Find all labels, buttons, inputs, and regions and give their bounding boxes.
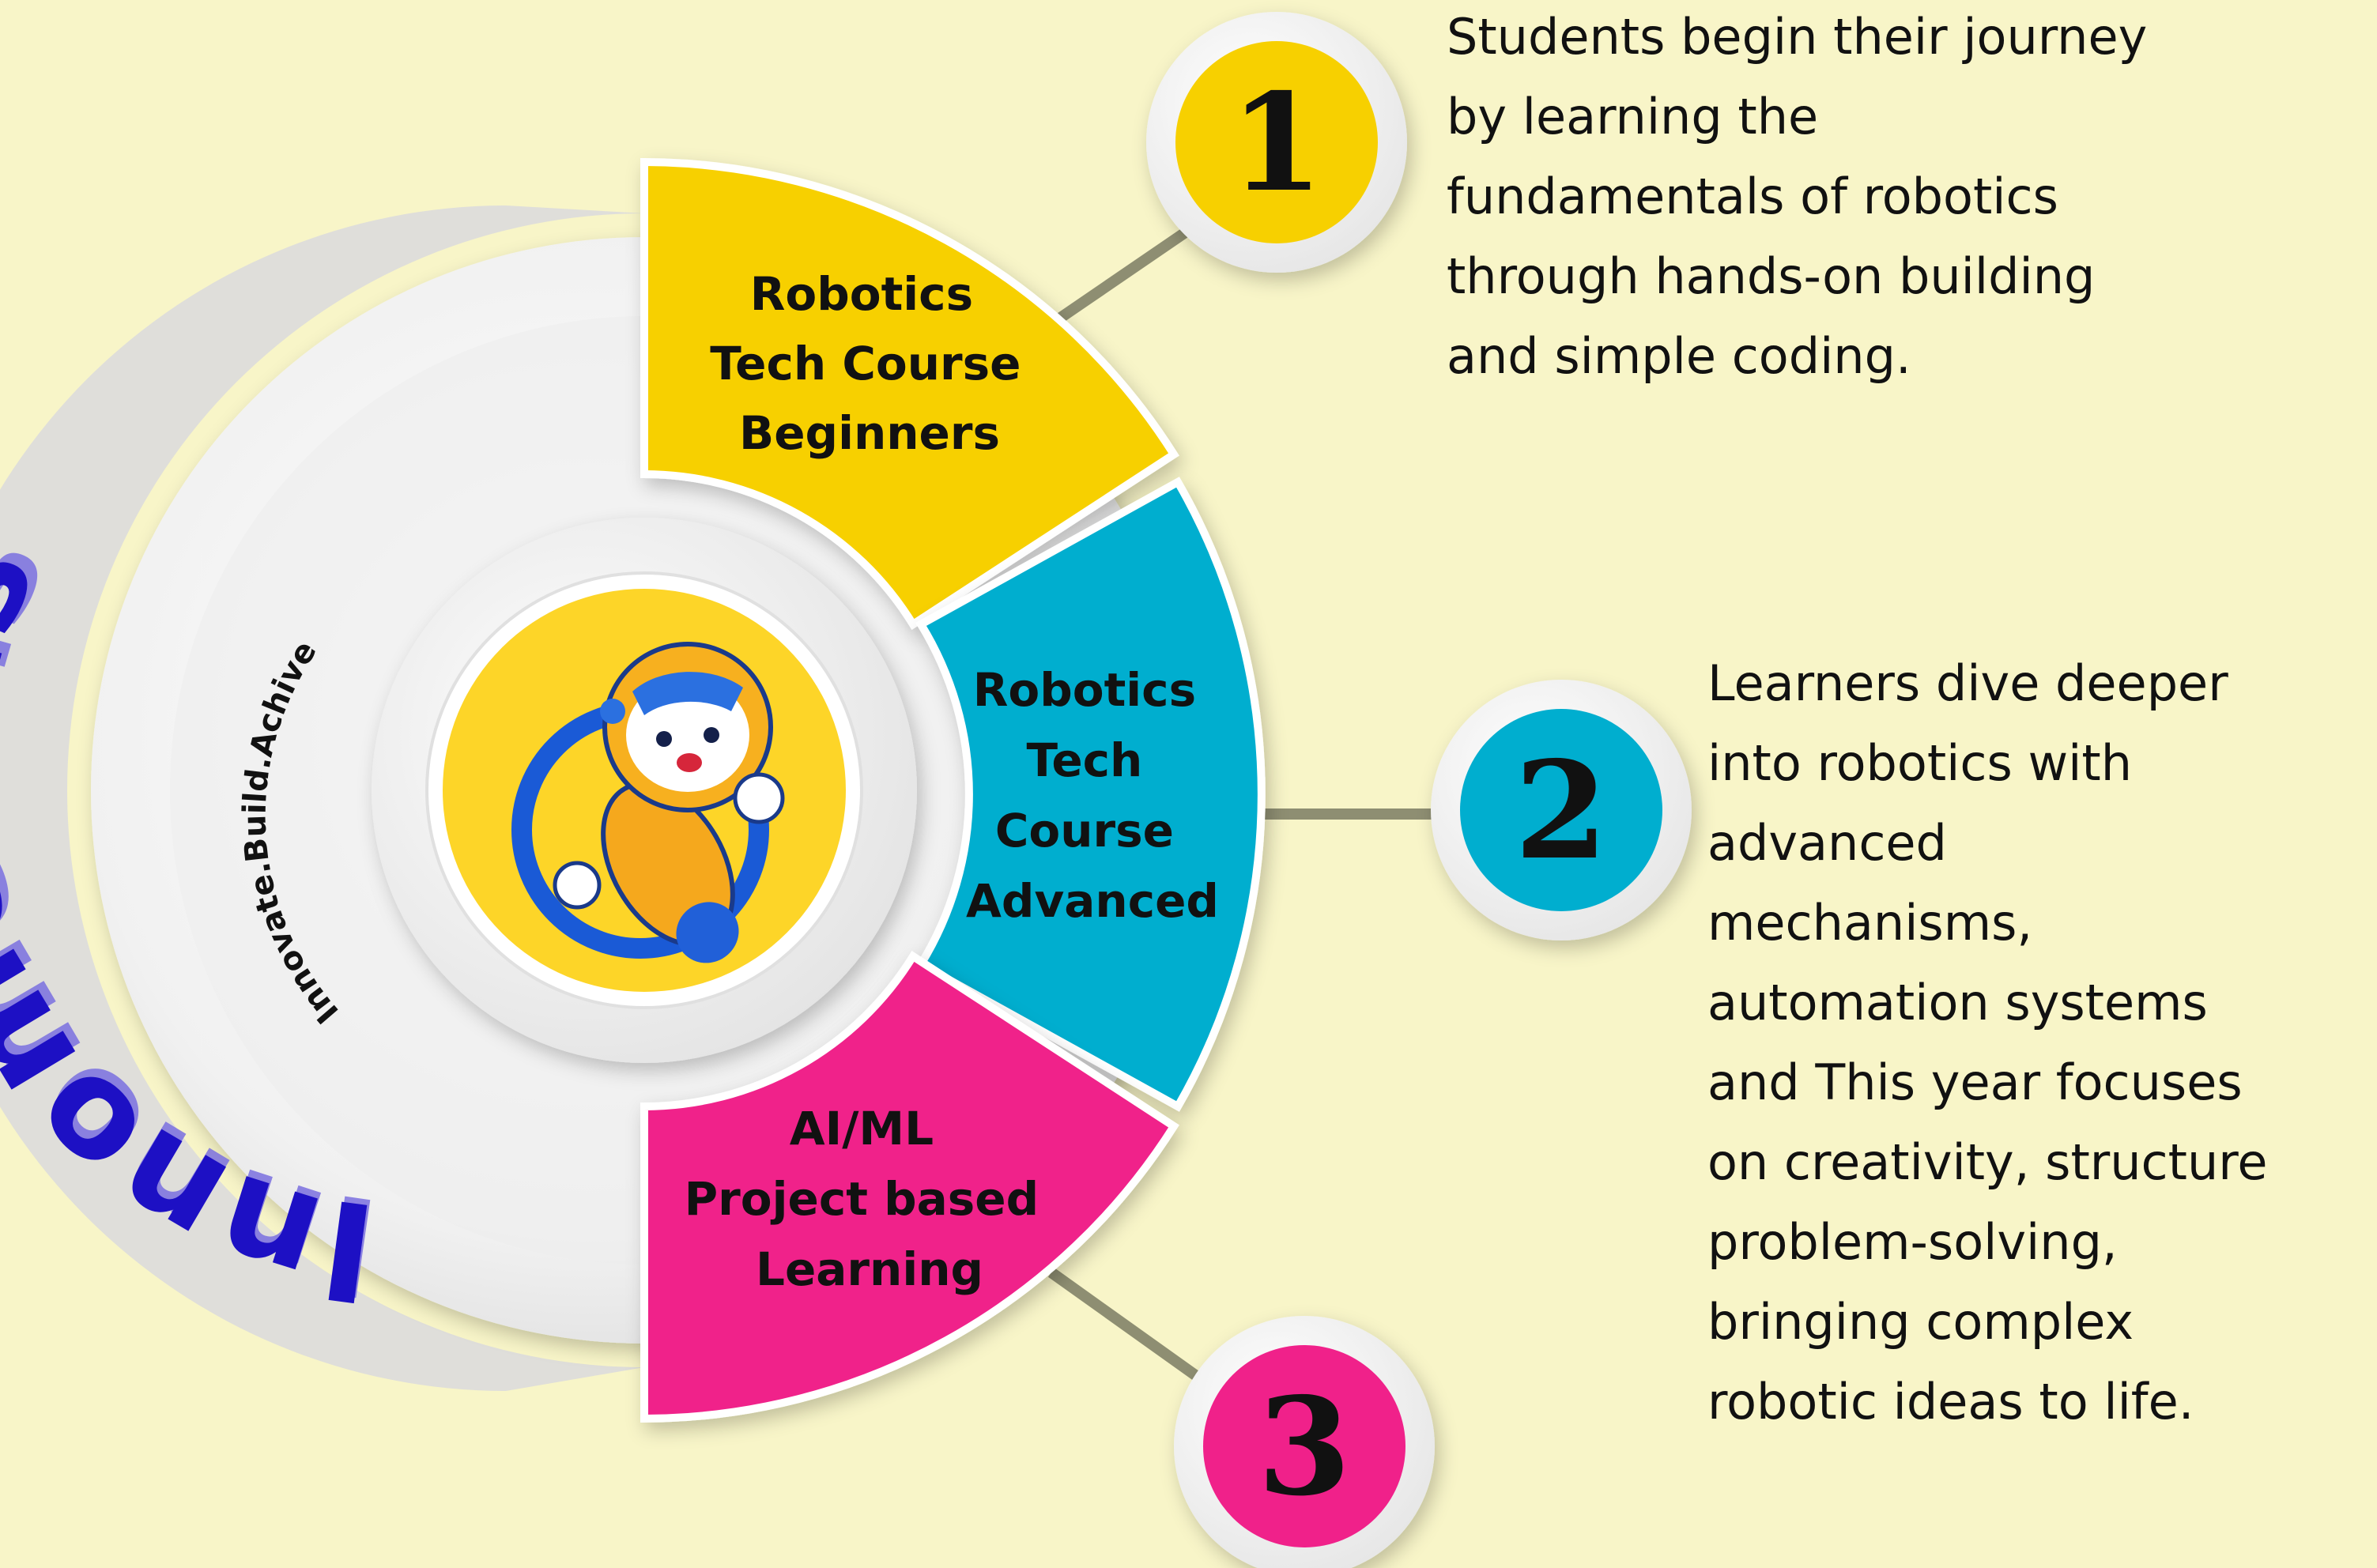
- segment-label-beginners: Robotics Tech Course Beginners: [710, 267, 1036, 460]
- course-segments: [640, 157, 1266, 1423]
- description-line: into robotics with: [1707, 734, 2132, 792]
- step-2-description: Learners dive deeper into robotics with …: [1707, 643, 2268, 1442]
- step-number-3: 3: [1258, 1368, 1351, 1526]
- description-line: Students begin their journey: [1447, 8, 2148, 66]
- step-badges: 1 2 3: [1146, 12, 1692, 1568]
- connector-line-1: [1048, 217, 1205, 329]
- description-line: bringing complex: [1707, 1293, 2134, 1351]
- segment-advanced[interactable]: [915, 477, 1266, 1112]
- connector-line-3: [1047, 1268, 1221, 1396]
- description-line: fundamentals of robotics: [1447, 168, 2058, 225]
- description-line: automation systems: [1707, 974, 2208, 1031]
- step-1-description: Students begin their journey by learning…: [1447, 0, 2147, 396]
- step-badge-3[interactable]: 3: [1174, 1316, 1435, 1568]
- step-number-2: 2: [1515, 732, 1608, 890]
- connector-lines: [1047, 217, 1454, 1396]
- segment-labels: Robotics Tech Course Beginners Robotics …: [685, 267, 1219, 1296]
- description-line: robotic ideas to life.: [1707, 1373, 2194, 1430]
- step-number-1: 1: [1230, 64, 1323, 222]
- description-line: problem-solving,: [1707, 1213, 2118, 1271]
- description-line: advanced: [1707, 814, 1947, 872]
- description-line: through hands-on building: [1447, 247, 2096, 305]
- robot-mascot-icon: [511, 642, 785, 963]
- segment-label-aiml: AI/ML Project based Learning: [685, 1102, 1055, 1296]
- step-badge-2[interactable]: 2: [1431, 680, 1692, 940]
- segment-label-advanced: Robotics Tech Course Advanced: [966, 663, 1219, 928]
- segment-beginners[interactable]: [640, 157, 1179, 630]
- segment-aiml[interactable]: [640, 951, 1179, 1423]
- description-line: mechanisms,: [1707, 894, 2033, 952]
- description-line: and simple coding.: [1447, 327, 1911, 385]
- description-line: Learners dive deeper: [1707, 654, 2228, 712]
- step-badge-1[interactable]: 1: [1146, 12, 1407, 273]
- description-line: on creativity, structure: [1707, 1133, 2268, 1191]
- description-line: and This year focuses: [1707, 1054, 2243, 1111]
- description-line: by learning the: [1447, 88, 1819, 145]
